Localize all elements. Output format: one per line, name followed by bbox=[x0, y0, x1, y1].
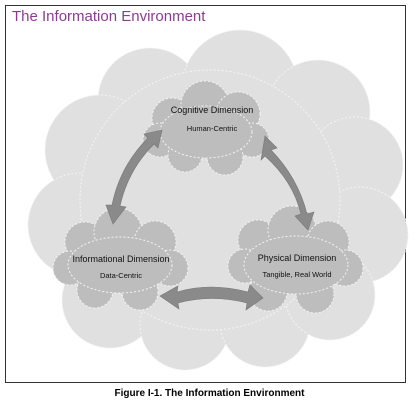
cognitive-cloud bbox=[142, 80, 270, 176]
double-arrow-icon bbox=[105, 129, 315, 311]
physical-cloud bbox=[227, 205, 364, 314]
outer-cloud bbox=[27, 29, 409, 371]
page-title: The Information Environment bbox=[12, 8, 206, 25]
figure-caption: Figure I-1. The Information Environment bbox=[114, 388, 305, 399]
informational-dimension-sublabel: Data-Centric bbox=[100, 271, 142, 280]
informational-dimension-label: Informational Dimension bbox=[72, 254, 169, 264]
physical-dimension-sublabel: Tangible, Real World bbox=[262, 270, 331, 279]
informational-cloud bbox=[52, 207, 189, 311]
physical-dimension-label: Physical Dimension bbox=[258, 253, 337, 263]
cognitive-dimension-label: Cognitive Dimension bbox=[171, 105, 254, 115]
cognitive-dimension-sublabel: Human-Centric bbox=[187, 124, 238, 133]
